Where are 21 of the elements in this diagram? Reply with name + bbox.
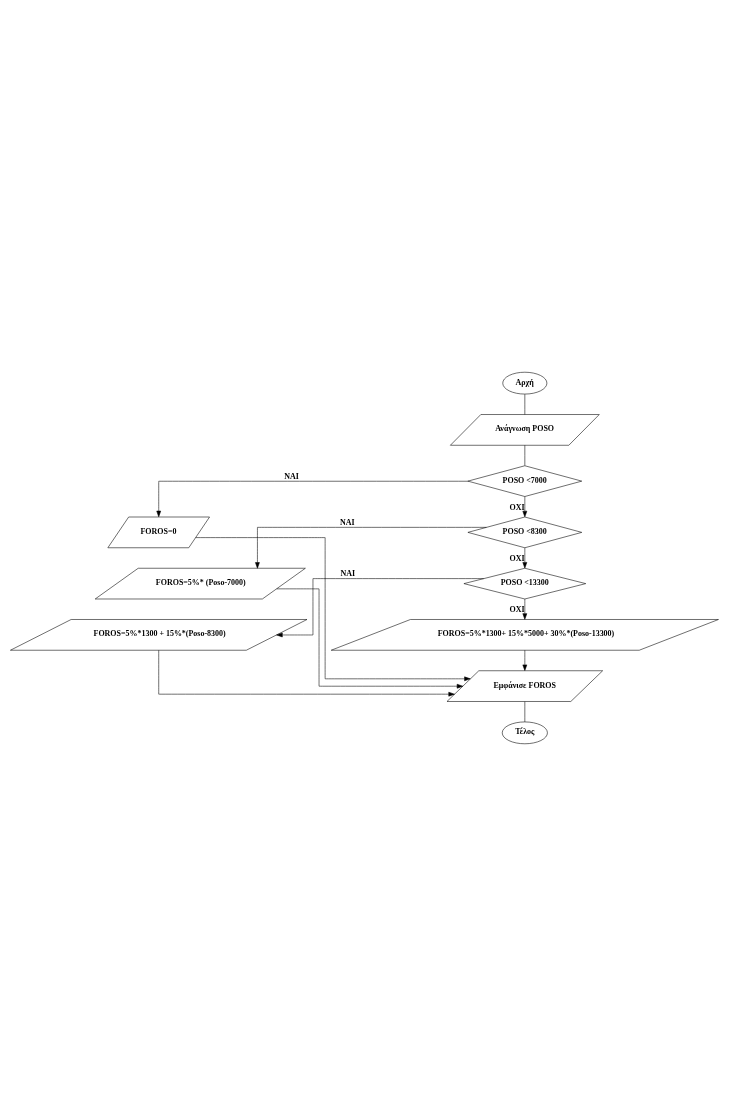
arrow [522, 649, 528, 671]
edge-label: OXI [509, 502, 525, 512]
arrow [255, 527, 487, 569]
node-ellipse: Τέλος [501, 721, 548, 745]
arrow [276, 578, 484, 638]
arrow [156, 480, 469, 518]
edge-label: NAI [340, 517, 355, 527]
arrow [522, 598, 528, 620]
node-ellipse: Αρχή [502, 371, 548, 395]
arrow [158, 650, 455, 697]
edge-label: OXI [509, 553, 525, 563]
arrow [276, 588, 464, 689]
node-diamond: POSO <7000 [467, 465, 583, 497]
edge-label: NAI [284, 471, 299, 481]
arrow [522, 496, 528, 518]
arrow [522, 547, 528, 569]
edge-label: OXI [509, 605, 525, 615]
edge-label: NAI [340, 568, 356, 578]
arrow [195, 537, 471, 682]
node-diamond: POSO <13300 [463, 567, 587, 600]
node-diamond: POSO <8300 [467, 516, 583, 549]
